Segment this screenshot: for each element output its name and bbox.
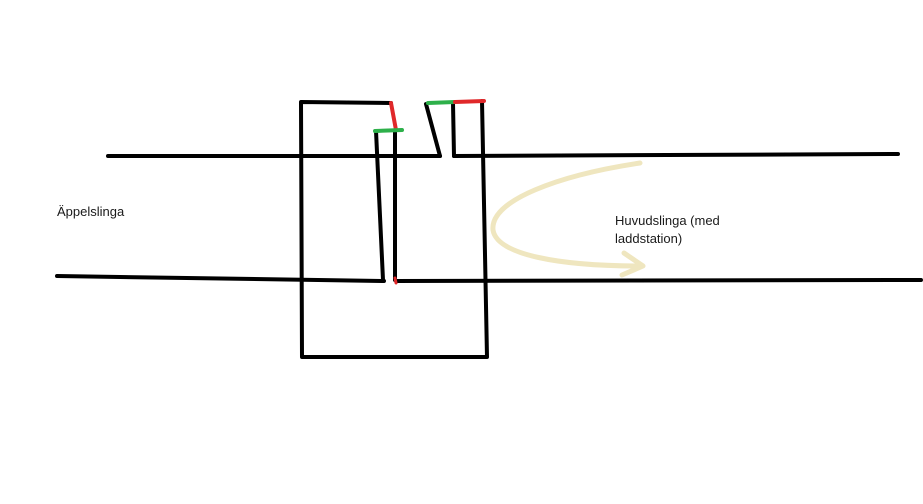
upper-track-right <box>452 152 900 158</box>
switch-indicator-red-right <box>453 99 486 104</box>
switch-blade-diagonal <box>424 102 442 158</box>
switch-indicator-green-left <box>373 128 404 133</box>
connector-left <box>374 129 385 282</box>
lower-track-left <box>55 274 386 283</box>
direction-arrow-curve <box>490 160 643 269</box>
switch-indicator-red-bottom <box>393 276 398 285</box>
direction-arrow-head <box>619 250 646 278</box>
left-loop-label: Äppelslinga <box>57 204 125 219</box>
switch-indicator-red-left <box>389 101 398 132</box>
switch-blade-vertical <box>451 101 456 158</box>
switch-indicator-green-right <box>426 100 457 105</box>
main-loop-label: Huvudslinga (med laddstation) <box>615 212 720 248</box>
main-loop-label-line1: Huvudslinga (med <box>615 213 720 228</box>
lower-track-right <box>395 278 923 283</box>
main-loop-label-line2: laddstation) <box>615 231 683 246</box>
loop-rectangle <box>299 99 489 359</box>
